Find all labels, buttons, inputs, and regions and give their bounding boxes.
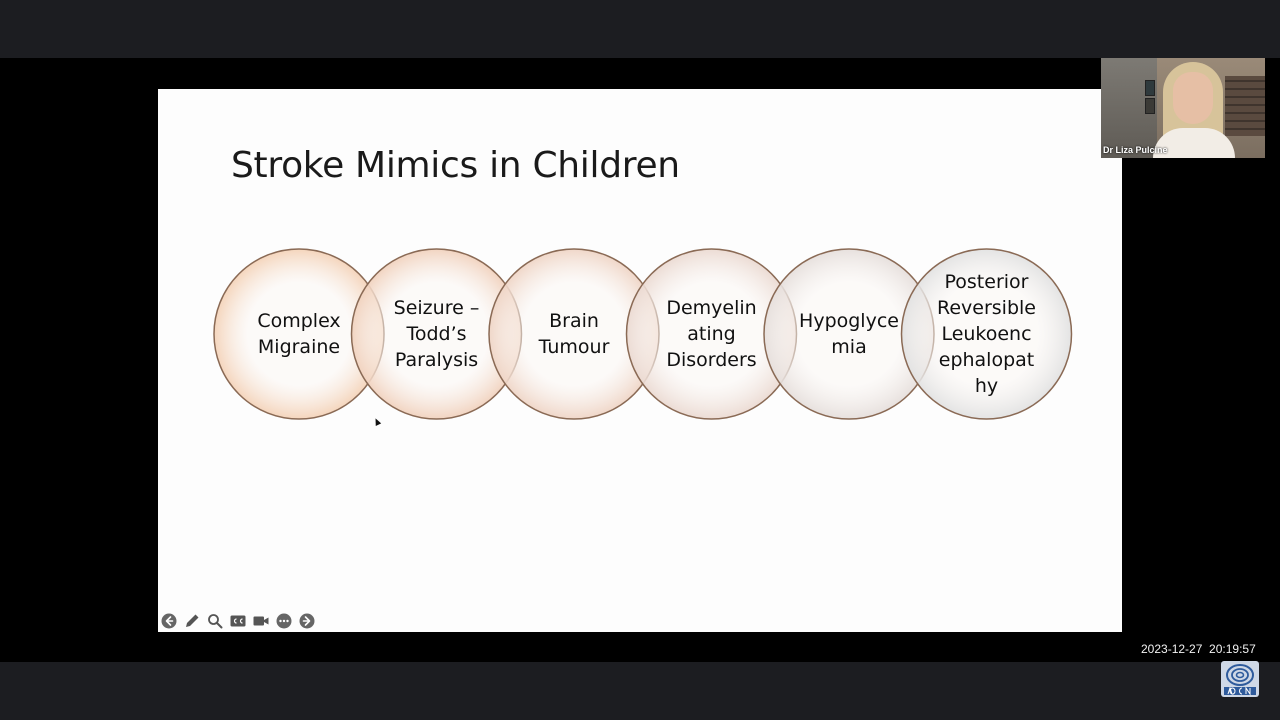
recording-timestamp: 2023-12-27 20:19:57	[1141, 642, 1256, 656]
captions-icon	[230, 615, 246, 627]
slide-title: Stroke Mimics in Children	[231, 145, 680, 186]
presentation-slide: Stroke Mimics in Children Complex Migrai…	[158, 89, 1122, 632]
aocn-logo-icon	[1221, 661, 1259, 697]
previous-slide-button[interactable]	[160, 612, 178, 630]
circle-label: Brain Tumour	[538, 310, 610, 358]
circle-label: Seizure – Todd’s Paralysis	[393, 297, 480, 371]
arrow-right-icon	[299, 613, 315, 629]
slide-toolbar	[160, 612, 316, 630]
arrow-left-icon	[161, 613, 177, 629]
participant-name: Dr Liza Pulcine	[1103, 145, 1168, 155]
pen-tool-button[interactable]	[183, 612, 201, 630]
bottom-bar	[0, 662, 1280, 720]
circle-label: Posterior Reversible Leukoenc ephalopat …	[937, 271, 1036, 397]
more-icon	[276, 613, 292, 629]
captions-button[interactable]	[229, 612, 247, 630]
top-bar	[0, 0, 1280, 58]
next-slide-button[interactable]	[298, 612, 316, 630]
mouse-cursor-icon	[372, 417, 382, 426]
circle-label: Complex Migraine	[257, 310, 341, 358]
video-camera-icon	[253, 616, 269, 626]
pen-icon	[186, 614, 199, 627]
zoom-icon	[208, 614, 223, 629]
more-options-button[interactable]	[275, 612, 293, 630]
video-button[interactable]	[252, 612, 270, 630]
circle-label: Hypoglyce mia	[799, 310, 899, 358]
zoom-button[interactable]	[206, 612, 224, 630]
circle-label: Demyelin ating Disorders	[666, 297, 757, 371]
participant-video[interactable]: Dr Liza Pulcine	[1101, 58, 1265, 158]
